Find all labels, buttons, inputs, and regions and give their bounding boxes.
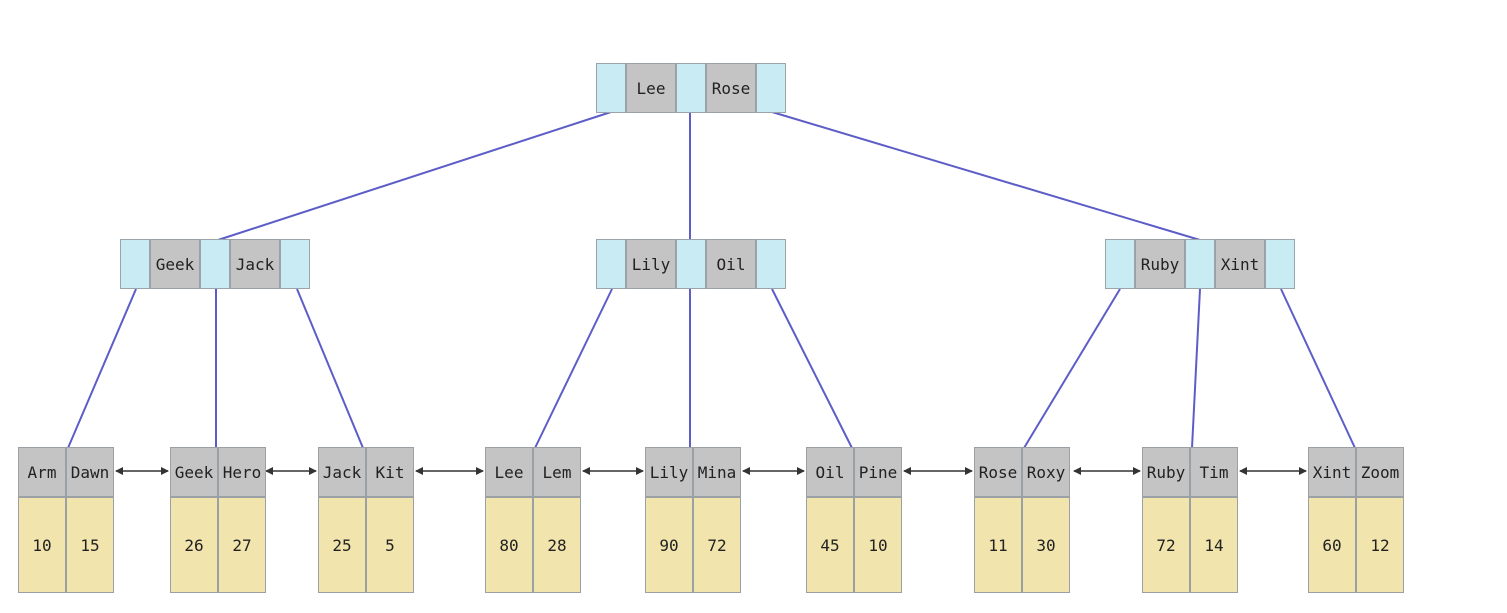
leaf-key: Oil — [806, 447, 854, 497]
root-pointer-2 — [756, 63, 786, 113]
leaf-node-2: Geek Hero 26 27 — [170, 447, 266, 593]
root-key-1: Rose — [706, 63, 756, 113]
leaf-value: 90 — [645, 497, 693, 593]
leaf-key: Lee — [485, 447, 533, 497]
leaf-value: 72 — [1142, 497, 1190, 593]
tree-edge — [1280, 288, 1356, 449]
internal-pointer — [120, 239, 150, 289]
internal-pointer — [200, 239, 230, 289]
leaf-key: Ruby — [1142, 447, 1190, 497]
leaf-node-8: Ruby Tim 72 14 — [1142, 447, 1238, 593]
leaf-value: 60 — [1308, 497, 1356, 593]
tree-edge — [217, 111, 612, 241]
internal-pointer — [596, 239, 626, 289]
leaf-value: 14 — [1190, 497, 1238, 593]
leaf-key: Arm — [18, 447, 66, 497]
leaf-value: 15 — [66, 497, 114, 593]
internal-pointer — [1185, 239, 1215, 289]
leaf-value: 10 — [854, 497, 902, 593]
internal-key: Xint — [1215, 239, 1265, 289]
tree-edge — [296, 288, 364, 449]
root-key-0: Lee — [626, 63, 676, 113]
leaf-key: Xint — [1308, 447, 1356, 497]
internal-node-2: Lily Oil — [596, 239, 786, 289]
leaf-key: Mina — [693, 447, 741, 497]
internal-pointer — [280, 239, 310, 289]
leaf-value: 26 — [170, 497, 218, 593]
internal-pointer — [1265, 239, 1295, 289]
leaf-node-6: Oil Pine 45 10 — [806, 447, 902, 593]
leaf-value: 72 — [693, 497, 741, 593]
leaf-node-7: Rose Roxy 11 30 — [974, 447, 1070, 593]
leaf-node-4: Lee Lem 80 28 — [485, 447, 581, 593]
leaf-node-3: Jack Kit 25 5 — [318, 447, 414, 593]
internal-key: Ruby — [1135, 239, 1185, 289]
internal-key: Oil — [706, 239, 756, 289]
leaf-value: 25 — [318, 497, 366, 593]
leaf-value: 27 — [218, 497, 266, 593]
leaf-key: Dawn — [66, 447, 114, 497]
tree-edge — [771, 111, 1201, 241]
leaf-key: Lily — [645, 447, 693, 497]
leaf-node-1: Arm Dawn 10 15 — [18, 447, 114, 593]
leaf-key: Pine — [854, 447, 902, 497]
root-pointer-1 — [676, 63, 706, 113]
internal-key: Geek — [150, 239, 200, 289]
leaf-key: Rose — [974, 447, 1022, 497]
tree-edge — [67, 288, 137, 449]
leaf-value: 10 — [18, 497, 66, 593]
leaf-key: Zoom — [1356, 447, 1404, 497]
leaf-value: 45 — [806, 497, 854, 593]
root-pointer-0 — [596, 63, 626, 113]
leaf-value: 80 — [485, 497, 533, 593]
leaf-value: 5 — [366, 497, 414, 593]
leaf-key: Hero — [218, 447, 266, 497]
tree-edge — [1191, 288, 1201, 449]
leaf-key: Kit — [366, 447, 414, 497]
leaf-key: Tim — [1190, 447, 1238, 497]
internal-pointer — [756, 239, 786, 289]
leaf-node-5: Lily Mina 90 72 — [645, 447, 741, 593]
internal-pointer — [676, 239, 706, 289]
leaf-node-9: Xint Zoom 60 12 — [1308, 447, 1404, 593]
leaf-key: Geek — [170, 447, 218, 497]
internal-node-3: Ruby Xint — [1105, 239, 1295, 289]
leaf-key: Jack — [318, 447, 366, 497]
tree-edge — [534, 288, 613, 449]
internal-key: Lily — [626, 239, 676, 289]
leaf-key: Roxy — [1022, 447, 1070, 497]
root-node: Lee Rose — [596, 63, 786, 113]
leaf-value: 28 — [533, 497, 581, 593]
internal-node-1: Geek Jack — [120, 239, 310, 289]
leaf-key: Lem — [533, 447, 581, 497]
internal-pointer — [1105, 239, 1135, 289]
leaf-value: 12 — [1356, 497, 1404, 593]
tree-edge — [771, 288, 853, 449]
tree-edge — [1023, 288, 1121, 449]
leaf-value: 11 — [974, 497, 1022, 593]
internal-key: Jack — [230, 239, 280, 289]
leaf-value: 30 — [1022, 497, 1070, 593]
